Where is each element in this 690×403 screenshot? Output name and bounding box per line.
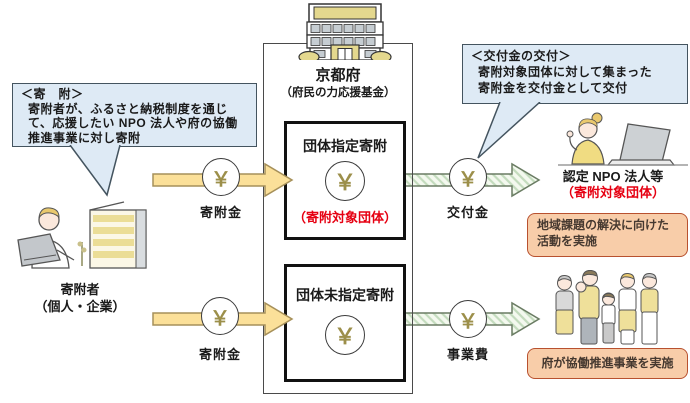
yen-icon: ￥ [449,158,487,196]
npo-person-icon [566,112,605,165]
yen-icon: ￥ [201,297,239,335]
citizens-illustration [555,269,659,345]
donor-name: 寄附者 [60,282,100,297]
company-building-icon [89,201,147,269]
donation-note-heading: ＜寄 附＞ [21,87,84,101]
kyoto-building-icon [298,3,392,60]
grant-label: 交付金 [446,205,489,220]
designated-donation-box: 団体指定寄附 ￥ （寄附対象団体） [284,121,406,240]
expense-label: 事業費 [446,347,489,362]
yen-icon: ￥ [325,315,365,355]
designated-target-note: （寄附対象団体） [292,210,397,225]
yen-icon: ￥ [325,161,365,201]
undesignated-donation-title: 団体未指定寄附 [296,287,394,303]
donation-note-line: 寄附者が、ふるさと納税制度を通じ [28,101,228,116]
npo-illustration [558,112,688,166]
kyoto-fund-name: （府民の力応援基金） [280,87,396,99]
grant-note-line: 寄附金を交付金として交付 [478,81,628,95]
grant-bubble-tail [477,102,541,159]
npo-activity-note: 地域課題の解決に向けた活動を実施 [527,213,688,257]
npo-sub: （寄附対象団体） [560,185,665,200]
npo-name: 認定 NPO 法人等 [562,169,664,184]
plant-icon [77,241,87,266]
donor-illustration [17,201,147,269]
donor-sub: （個人・企業） [34,299,126,314]
citizens-activity-note: 府が協働推進事業を実施 [527,348,688,379]
donation-label-top: 寄附金 [199,205,242,220]
yen-icon: ￥ [202,158,240,196]
undesignated-donation-box: 団体未指定寄附 ￥ [284,264,406,382]
donation-note-line: て、応援したい NPO 法人や府の協働 [28,116,238,130]
grant-note-bubble: ＜交付金の交付＞ 寄附対象団体に対して集まった 寄附金を交付金として交付 [462,44,688,104]
donation-note-line: 推進事業に対し寄附 [28,130,141,145]
laptop-icon [17,233,61,267]
kyoto-name: 京都府 [315,67,361,84]
citizens-group-icon [555,269,659,345]
donation-note-bubble: ＜寄 附＞ 寄附者が、ふるさと納税制度を通じ て、応援したい NPO 法人や府の… [12,83,257,147]
yen-icon: ￥ [449,300,487,338]
designated-donation-title: 団体指定寄附 [303,138,387,154]
laptop-icon [606,123,676,166]
grant-note-heading: ＜交付金の交付＞ [471,49,572,63]
grant-note-line: 寄附対象団体に対して集まった [478,65,653,79]
donation-label-bottom: 寄附金 [198,347,241,362]
donation-bubble-tail [69,145,121,197]
